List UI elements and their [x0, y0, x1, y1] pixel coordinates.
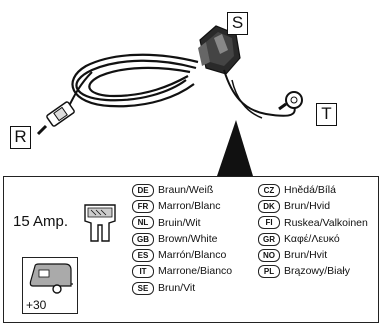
color-list-right: CZ Hnědá/Bílá DK Brun/Hvid FI Ruskea/Valkoi…	[258, 182, 368, 280]
lang-badge: CZ	[258, 183, 280, 197]
cable-to-t-branch	[231, 79, 263, 119]
color-text: Bruin/Wit	[158, 216, 201, 229]
lang-badge: NL	[132, 216, 154, 230]
color-text: Marrón/Blanco	[158, 249, 227, 262]
list-item: FI Ruskea/Valkoinen	[258, 215, 368, 231]
list-item: IT Marrone/Bianco	[132, 263, 232, 279]
cable-loop	[71, 53, 199, 108]
list-item: CZ Hnědá/Bílá	[258, 182, 368, 198]
fuse-rating: 15 Amp.	[13, 213, 69, 230]
color-text: Marron/Blanc	[158, 200, 221, 213]
list-item: GR Καφέ/Λευκό	[258, 231, 368, 247]
label-s: S	[227, 12, 248, 35]
lang-badge: PL	[258, 265, 280, 279]
color-text: Ruskea/Valkoinen	[284, 216, 368, 229]
color-text: Καφέ/Λευκό	[284, 232, 340, 245]
legend-pointer	[217, 120, 253, 176]
tab-r	[36, 124, 48, 136]
caravan-box: +30	[22, 257, 78, 314]
list-item: GB Brown/White	[132, 231, 232, 247]
color-text: Braun/Weiß	[158, 184, 214, 196]
caravan-icon	[29, 263, 73, 294]
color-text: Hnědá/Bílá	[284, 184, 336, 196]
color-text: Brown/White	[158, 232, 218, 245]
caravan-label: +30	[26, 298, 47, 312]
lang-badge: DK	[258, 200, 280, 214]
list-item: ES Marrón/Blanco	[132, 247, 232, 263]
lang-badge: GR	[258, 232, 280, 246]
lang-badge: ES	[132, 248, 154, 262]
color-text: Brązowy/Biały	[284, 265, 350, 278]
cable-to-t	[223, 69, 296, 117]
lang-badge: FI	[258, 216, 280, 230]
lang-badge: NO	[258, 248, 280, 262]
terminal-t	[278, 91, 303, 111]
fuse-icon	[84, 204, 116, 242]
list-item: SE Brun/Vit	[132, 280, 232, 296]
color-text: Brun/Hvid	[284, 200, 331, 213]
lang-badge: DE	[132, 183, 154, 197]
color-text: Brun/Vit	[158, 281, 196, 294]
list-item: DK Brun/Hvid	[258, 198, 368, 214]
lang-badge: GB	[132, 232, 154, 246]
color-text: Brun/Hvit	[284, 249, 328, 262]
label-t: T	[316, 103, 337, 126]
list-item: DE Braun/Weiß	[132, 182, 232, 198]
lang-badge: FR	[132, 200, 154, 214]
color-text: Marrone/Bianco	[158, 265, 233, 278]
list-item: FR Marron/Blanc	[132, 198, 232, 214]
label-r: R	[10, 126, 31, 149]
connector-s	[198, 25, 241, 75]
list-item: NL Bruin/Wit	[132, 215, 232, 231]
list-item: PL Brązowy/Biały	[258, 263, 368, 279]
lang-badge: SE	[132, 281, 154, 295]
list-item: NO Brun/Hvit	[258, 247, 368, 263]
lang-badge: IT	[132, 265, 154, 279]
connector-r	[46, 101, 75, 127]
